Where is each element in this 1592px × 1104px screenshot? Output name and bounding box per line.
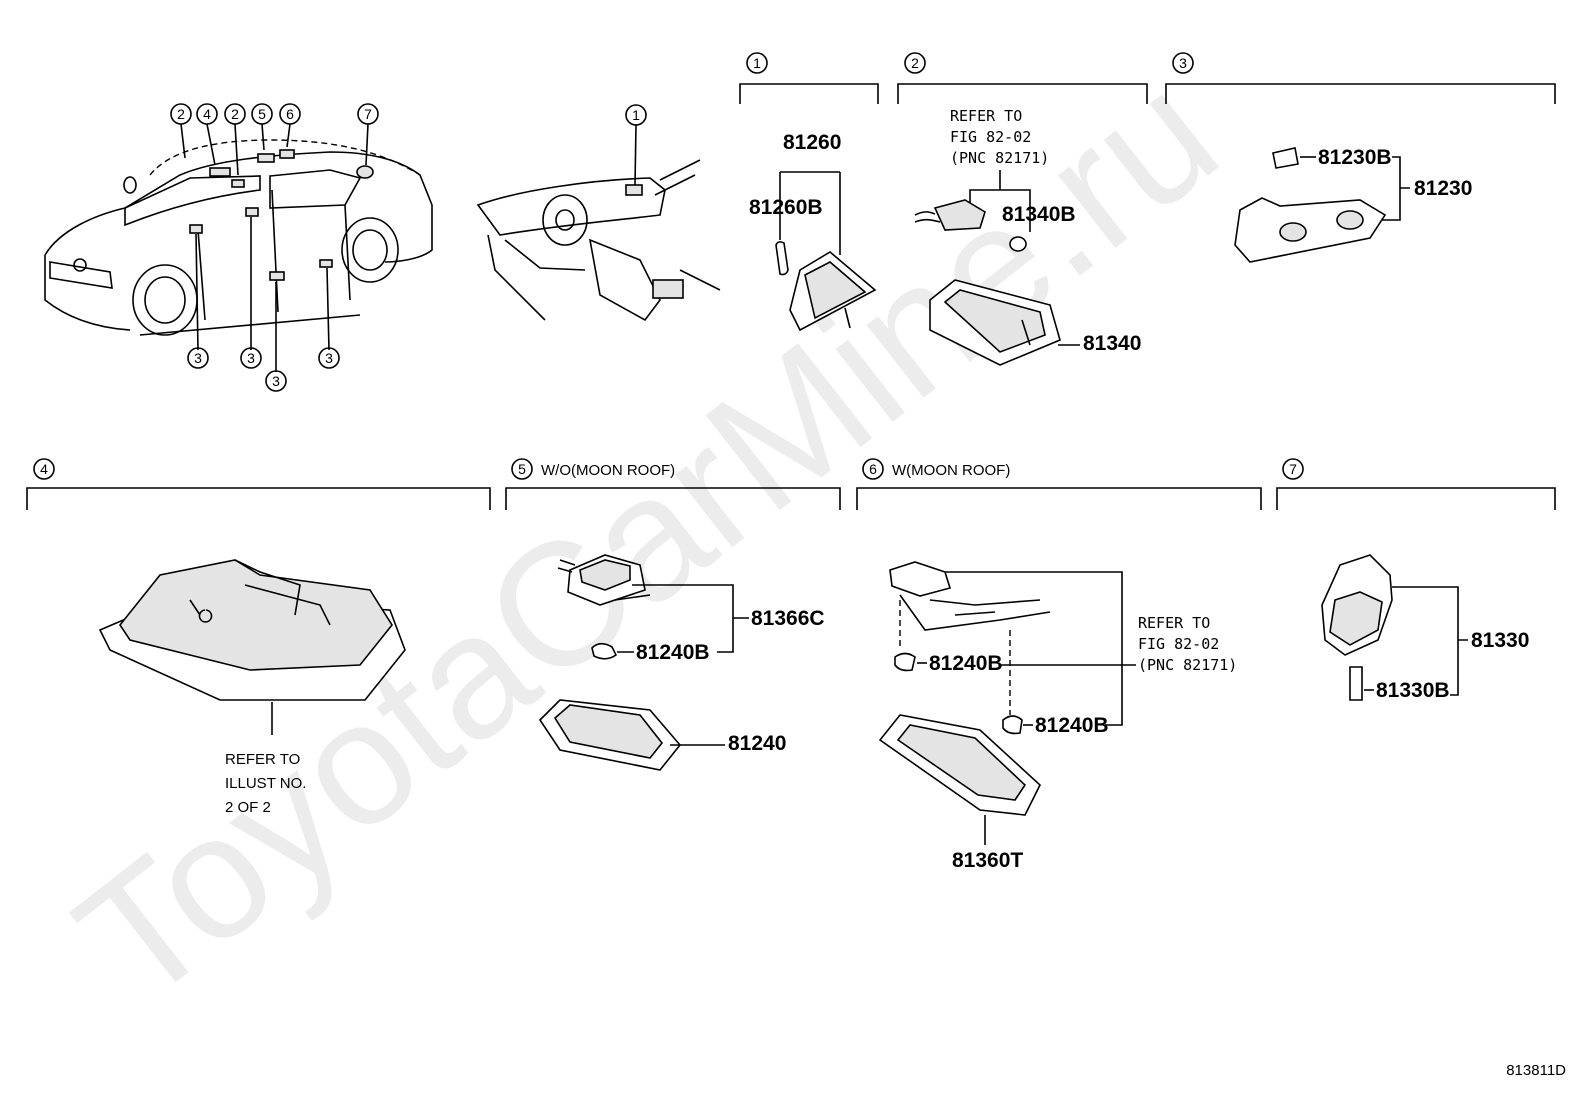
car-callout-label: 3 bbox=[272, 373, 280, 389]
section-3-marker: 3 bbox=[1179, 55, 1187, 71]
section-5-marker: 5 bbox=[518, 461, 526, 477]
part-group-section-5: 81366C 81240B 81240 bbox=[538, 554, 825, 771]
car-callout-circle bbox=[318, 347, 340, 369]
diagram-id: 813811D bbox=[1506, 1062, 1566, 1079]
car-callout-label: 5 bbox=[258, 106, 266, 122]
section-2-header: 2 bbox=[897, 52, 1148, 104]
car-callout-label: 2 bbox=[177, 106, 185, 122]
car-callout-circle bbox=[279, 103, 301, 125]
part-group-81260: 81260 81260B bbox=[749, 131, 877, 332]
car-callout-circle bbox=[187, 347, 209, 369]
car-callout-circle bbox=[265, 370, 287, 392]
car-callout-label: 3 bbox=[325, 350, 333, 366]
dashboard-illustration: 1 bbox=[476, 104, 721, 322]
car-callout-circle bbox=[170, 103, 192, 125]
part-81260B: 81260B bbox=[749, 196, 823, 219]
car-callout-circle bbox=[251, 103, 273, 125]
refer-fig-2-line2: FIG 82-02 bbox=[1138, 635, 1219, 653]
car-callout-label: 3 bbox=[247, 350, 255, 366]
refer-fig-2-line3: (PNC 82171) bbox=[1138, 656, 1237, 674]
section-1-header: 1 bbox=[739, 52, 879, 104]
part-81240B-6a: 81240B bbox=[929, 652, 1003, 675]
part-group-81330: 81330 81330B bbox=[1321, 554, 1529, 702]
part-81330: 81330 bbox=[1471, 629, 1529, 652]
refer-illust-line2: ILLUST NO. bbox=[225, 775, 306, 792]
section-3-header: 3 bbox=[1165, 52, 1556, 104]
section-6-header: 6 W(MOON ROOF) bbox=[856, 458, 1262, 510]
part-81260: 81260 bbox=[783, 131, 841, 154]
section-1-marker: 1 bbox=[753, 55, 761, 71]
section-4-header: 4 bbox=[26, 458, 491, 510]
section-5-title: W/O(MOON ROOF) bbox=[541, 462, 675, 479]
car-callout-circle bbox=[240, 347, 262, 369]
part-group-81230: 81230B 81230 bbox=[1234, 146, 1472, 263]
part-group-section-4: REFER TO ILLUST NO. 2 OF 2 bbox=[98, 559, 406, 816]
dash-callout: 1 bbox=[632, 107, 640, 123]
car-callout-circle bbox=[224, 103, 246, 125]
refer-fig-1-line2: FIG 82-02 bbox=[950, 128, 1031, 146]
section-5-header: 5 W/O(MOON ROOF) bbox=[505, 458, 841, 510]
refer-fig-1-line3: (PNC 82171) bbox=[950, 149, 1049, 167]
section-4-marker: 4 bbox=[40, 461, 48, 477]
refer-illust-line3: 2 OF 2 bbox=[225, 799, 271, 816]
part-group-section-6: REFER TO FIG 82-02 (PNC 82171) 81240B 81… bbox=[878, 561, 1237, 872]
part-81360T: 81360T bbox=[952, 849, 1023, 872]
part-81230: 81230 bbox=[1414, 177, 1472, 200]
part-81340B: 81340B bbox=[1002, 203, 1076, 226]
part-81240B-6b: 81240B bbox=[1035, 714, 1109, 737]
part-81230B: 81230B bbox=[1318, 146, 1392, 169]
car-illustration: 2 4 2 5 6 7 3 3 3 3 bbox=[44, 103, 433, 392]
car-callout-label: 3 bbox=[194, 350, 202, 366]
car-callout-label: 6 bbox=[286, 106, 294, 122]
section-2-marker: 2 bbox=[911, 55, 919, 71]
car-callout-label: 2 bbox=[231, 106, 239, 122]
car-callout-circle bbox=[357, 103, 379, 125]
part-81340: 81340 bbox=[1083, 332, 1141, 355]
part-81366C: 81366C bbox=[751, 607, 825, 630]
part-81240: 81240 bbox=[728, 732, 786, 755]
section-6-title: W(MOON ROOF) bbox=[892, 462, 1010, 479]
car-callout-circle bbox=[196, 103, 218, 125]
car-callout-label: 7 bbox=[364, 106, 372, 122]
car-callout-label: 4 bbox=[203, 106, 211, 122]
car-callouts: 2 4 2 5 6 7 3 3 3 3 bbox=[170, 103, 379, 392]
section-7-marker: 7 bbox=[1289, 461, 1297, 477]
part-81330B: 81330B bbox=[1376, 679, 1450, 702]
refer-fig-2-line1: REFER TO bbox=[1138, 614, 1210, 632]
refer-fig-1-line1: REFER TO bbox=[950, 107, 1022, 125]
section-7-header: 7 bbox=[1276, 458, 1556, 510]
section-6-marker: 6 bbox=[869, 461, 877, 477]
part-81240B-5: 81240B bbox=[636, 641, 710, 664]
watermark: ToyotaCarMine.ru bbox=[43, 36, 1251, 1040]
refer-illust-line1: REFER TO bbox=[225, 751, 300, 768]
part-group-81340: REFER TO FIG 82-02 (PNC 82171) 81340B 81… bbox=[914, 107, 1141, 366]
